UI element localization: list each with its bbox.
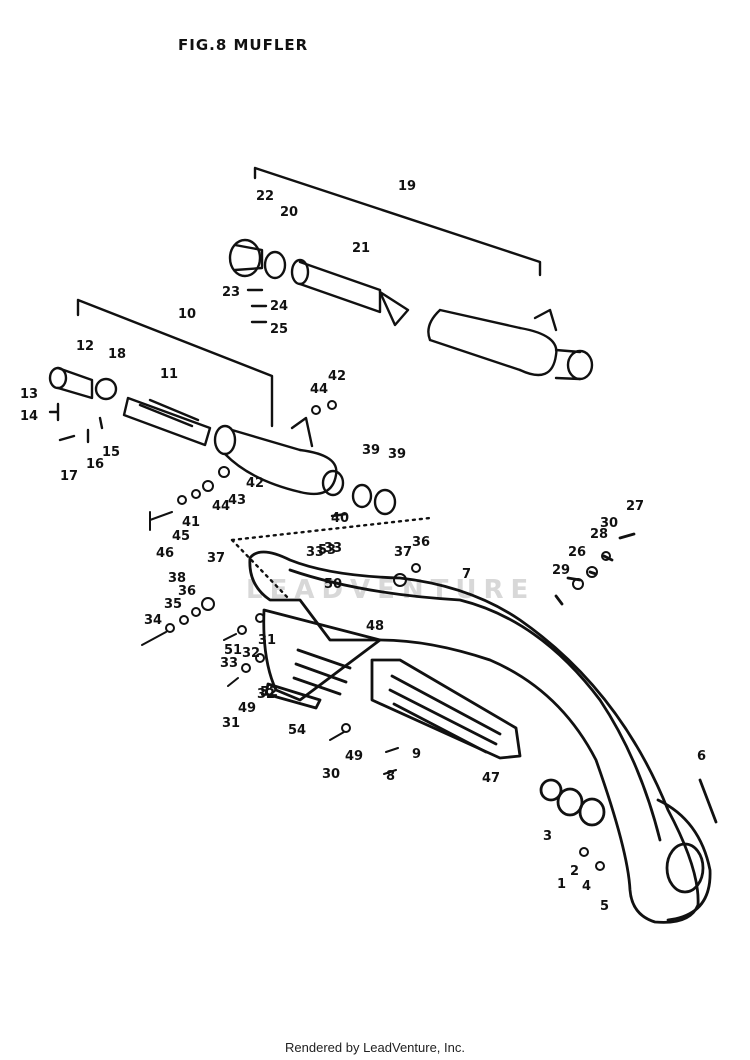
callout-47: 47 (482, 771, 500, 786)
callout-49: 49 (238, 701, 256, 716)
callout-15: 15 (102, 445, 120, 460)
callout-33: 33 (306, 545, 324, 560)
callout-25: 25 (270, 322, 288, 337)
callout-9: 9 (412, 747, 421, 762)
callout-52: 52 (260, 685, 278, 700)
callout-43: 43 (228, 493, 246, 508)
muffler-body (248, 532, 718, 924)
callout-28: 28 (590, 527, 608, 542)
callout-1: 1 (557, 877, 566, 892)
callout-6: 6 (697, 749, 706, 764)
callout-18: 18 (108, 347, 126, 362)
callout-23: 23 (222, 285, 240, 300)
callout-54: 54 (288, 723, 306, 738)
callout-32: 32 (242, 646, 260, 661)
dashed-group-line (230, 516, 432, 602)
callout-40: 40 (331, 511, 349, 526)
callout-48: 48 (366, 619, 384, 634)
callout-21: 21 (352, 241, 370, 256)
callout-51: 51 (224, 643, 242, 658)
callout-2: 2 (570, 864, 579, 879)
callout-53: 53 (318, 543, 336, 558)
callout-4: 4 (582, 879, 591, 894)
callout-34: 34 (144, 613, 162, 628)
callout-50: 50 (324, 577, 342, 592)
silencer-assembly-upper (228, 238, 594, 381)
callout-20: 20 (280, 205, 298, 220)
callout-19: 19 (398, 179, 416, 194)
callout-36: 36 (412, 535, 430, 550)
callout-30: 30 (322, 767, 340, 782)
callout-32: 32 (257, 687, 275, 702)
callout-17: 17 (60, 469, 78, 484)
footer-credit: Rendered by LeadVenture, Inc. (285, 1040, 465, 1055)
callout-42: 42 (328, 369, 346, 384)
bracket-19 (253, 166, 542, 277)
callout-45: 45 (172, 529, 190, 544)
callout-31: 31 (258, 633, 276, 648)
callout-37: 37 (207, 551, 225, 566)
callout-33: 33 (220, 656, 238, 671)
silencer-assembly-middle (48, 366, 397, 518)
callout-46: 46 (156, 546, 174, 561)
callout-16: 16 (86, 457, 104, 472)
callout-37: 37 (394, 545, 412, 560)
figure-title: FIG.8 MUFLER (178, 36, 309, 54)
callout-41: 41 (182, 515, 200, 530)
callout-12: 12 (76, 339, 94, 354)
callout-24: 24 (270, 299, 288, 314)
callout-30: 30 (600, 516, 618, 531)
callout-49: 49 (345, 749, 363, 764)
callout-26: 26 (568, 545, 586, 560)
hardware-bolts (141, 400, 611, 871)
callout-13: 13 (20, 387, 38, 402)
callout-35: 35 (164, 597, 182, 612)
callout-22: 22 (256, 189, 274, 204)
callout-44: 44 (310, 382, 328, 397)
callout-11: 11 (160, 367, 178, 382)
callout-5: 5 (600, 899, 609, 914)
callout-44: 44 (212, 499, 230, 514)
bracket-10 (76, 298, 274, 428)
callout-36: 36 (178, 584, 196, 599)
callout-27: 27 (626, 499, 644, 514)
callout-labels: 1234567891011121314151617181920212223242… (20, 179, 706, 914)
callout-3: 3 (543, 829, 552, 844)
callout-33: 33 (324, 541, 342, 556)
callout-14: 14 (20, 409, 38, 424)
callout-42: 42 (246, 476, 264, 491)
callout-38: 38 (168, 571, 186, 586)
callout-8: 8 (386, 769, 395, 784)
callout-7: 7 (462, 567, 471, 582)
callout-39: 39 (362, 443, 380, 458)
callout-39: 39 (388, 447, 406, 462)
callout-31: 31 (222, 716, 240, 731)
callout-10: 10 (178, 307, 196, 322)
callout-29: 29 (552, 563, 570, 578)
